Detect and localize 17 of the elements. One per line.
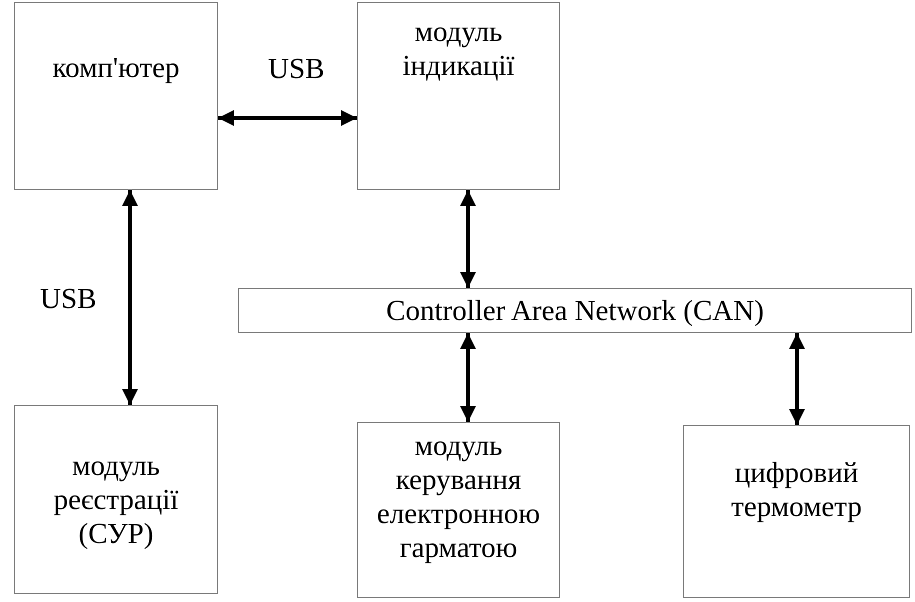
module-box [357, 2, 560, 190]
module-box [14, 405, 218, 594]
box-label: комп'ютер [52, 51, 180, 85]
module-box [683, 425, 910, 598]
box-label: цифровий термометр [730, 456, 863, 524]
bus-bar [238, 288, 912, 333]
double-arrow [460, 333, 476, 422]
module-box [357, 422, 560, 598]
double-arrow [122, 190, 138, 405]
double-arrow [789, 333, 805, 425]
box-label: модуль керування електронною гарматою [376, 429, 542, 565]
box-label: Controller Area Network (CAN) [386, 294, 764, 328]
double-arrow [218, 110, 357, 126]
box-label: модуль індикації [401, 15, 516, 83]
box-label: модуль реєстрації (СУР) [52, 448, 180, 550]
double-arrow [460, 190, 476, 288]
module-box [14, 2, 218, 190]
